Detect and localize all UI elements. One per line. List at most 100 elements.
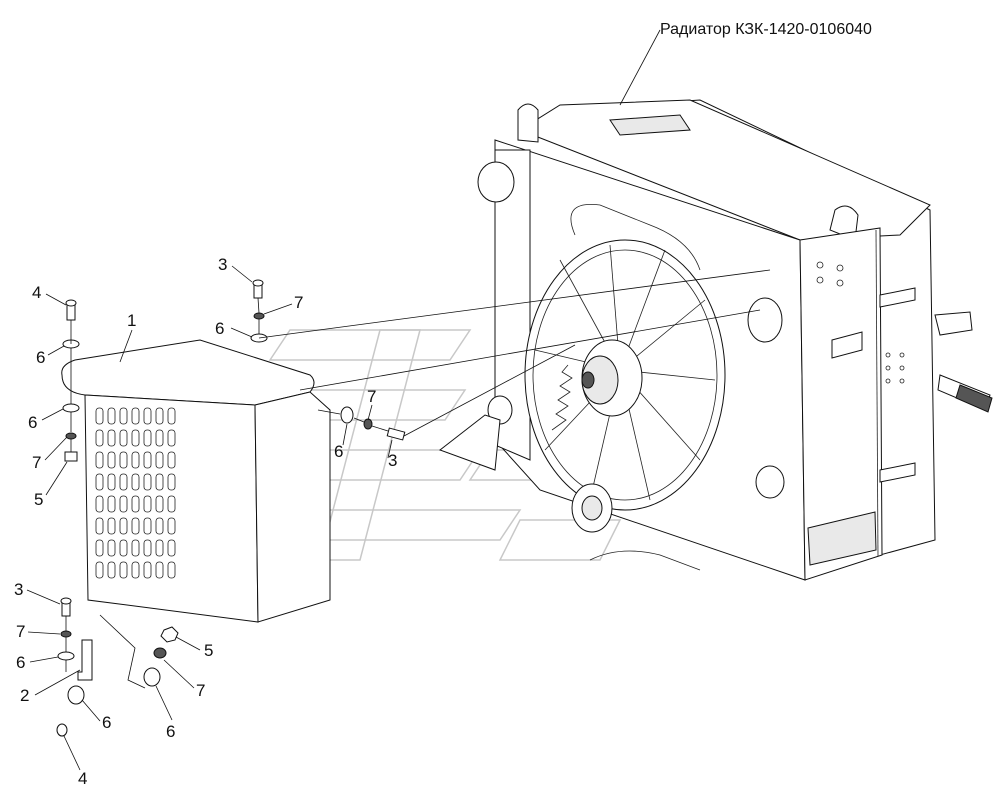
- support-lug: [934, 311, 973, 336]
- ventilation-slot: [131, 561, 140, 579]
- ventilation-slot: [95, 407, 104, 425]
- ventilation-slot: [155, 451, 164, 469]
- callout-6-low: 6: [16, 653, 25, 672]
- callout-3-low: 3: [14, 580, 23, 599]
- ventilation-slot: [119, 473, 128, 491]
- washer-bottom-left: [67, 685, 85, 705]
- callout-6-mid: 6: [334, 442, 343, 461]
- ventilation-slot: [131, 517, 140, 535]
- ventilation-slot: [131, 407, 140, 425]
- ventilation-slot: [95, 517, 104, 535]
- ventilation-slot: [143, 517, 152, 535]
- spring-washer-top: [253, 312, 265, 320]
- ventilation-slot: [167, 561, 176, 579]
- ventilation-slot: [167, 495, 176, 513]
- callout-7-a: 7: [32, 453, 41, 472]
- ventilation-slot: [167, 451, 176, 469]
- ventilation-slot: [107, 451, 116, 469]
- spring-washer-mid: [363, 418, 373, 430]
- ventilation-slot: [95, 473, 104, 491]
- side-panel-holes: [816, 261, 905, 384]
- ventilation-slot: [143, 429, 152, 447]
- ventilation-slots: [95, 407, 176, 579]
- pipe-cap-top-left: [477, 161, 515, 203]
- callout-6-top: 6: [215, 319, 224, 338]
- washer-mid: [340, 406, 354, 424]
- callout-4-top: 4: [32, 283, 41, 302]
- pipe-cap-right-b: [755, 465, 785, 499]
- ventilation-slot: [143, 539, 152, 557]
- washer-left: [62, 403, 80, 413]
- ventilation-slot: [155, 407, 164, 425]
- ventilation-slot: [107, 561, 116, 579]
- ventilation-slot: [119, 561, 128, 579]
- ventilation-slot: [155, 429, 164, 447]
- ventilation-slot: [131, 495, 140, 513]
- ventilation-slot: [95, 539, 104, 557]
- ventilation-slot: [143, 561, 152, 579]
- assembly-title: Радиатор КЗК-1420-0106040: [660, 21, 872, 38]
- ventilation-slot: [95, 495, 104, 513]
- nut-bottom-right: [160, 626, 179, 643]
- lifting-eye-left: [517, 103, 539, 143]
- ventilation-slot: [95, 561, 104, 579]
- guard-top-plate: [61, 339, 315, 406]
- ventilation-slot: [119, 539, 128, 557]
- callout-leaders: [26, 265, 393, 771]
- ventilation-slot: [155, 473, 164, 491]
- fasteners: [56, 279, 406, 737]
- guard-cover: [61, 339, 331, 623]
- callout-5-bottom-right: 5: [204, 641, 213, 660]
- ventilation-slot: [143, 495, 152, 513]
- callout-6-bottom-right: 6: [166, 722, 175, 741]
- assembly-lines: [258, 29, 771, 437]
- ventilation-slot: [107, 407, 116, 425]
- callout-3-mid: 3: [388, 451, 397, 470]
- ventilation-slot: [107, 495, 116, 513]
- ventilation-slot: [155, 517, 164, 535]
- callout-3-top: 3: [218, 255, 227, 274]
- ventilation-slot: [119, 517, 128, 535]
- callout-5-a: 5: [34, 490, 43, 509]
- bolt-mid: [386, 427, 406, 441]
- ventilation-slot: [107, 517, 116, 535]
- guard-front-wall: [84, 394, 259, 623]
- radiator-side-panel: [799, 227, 883, 581]
- ventilation-slot: [155, 561, 164, 579]
- tensioner-spring: [551, 364, 573, 431]
- nut-left: [64, 451, 78, 462]
- ventilation-slot: [119, 429, 128, 447]
- coolant-pipe: [570, 203, 701, 271]
- callout-labels: 4 6 1 6 7 5 3 7 6 7 6 3 3 7 6 2 6 4 5 7 …: [14, 255, 397, 788]
- ventilation-slot: [119, 407, 128, 425]
- pipe-cap-right-a: [747, 297, 783, 343]
- ventilation-slot: [119, 451, 128, 469]
- callout-4-bottom: 4: [78, 769, 87, 788]
- ventilation-slot: [167, 539, 176, 557]
- ventilation-slot: [167, 517, 176, 535]
- ventilation-slot: [143, 473, 152, 491]
- ventilation-slot: [167, 407, 176, 425]
- ventilation-slot: [107, 539, 116, 557]
- ventilation-slot: [131, 539, 140, 557]
- ventilation-slot: [95, 429, 104, 447]
- callout-7-bottom-right: 7: [196, 681, 205, 700]
- callout-6-bottom-left: 6: [102, 713, 111, 732]
- spring-washer-bottom-right: [153, 647, 167, 659]
- ventilation-slot: [155, 539, 164, 557]
- mounting-bracket: [77, 639, 93, 681]
- callout-1: 1: [127, 311, 136, 330]
- callout-7-top: 7: [294, 293, 303, 312]
- side-bracket: [879, 287, 916, 308]
- callout-7-low: 7: [16, 622, 25, 641]
- side-plate: [807, 511, 877, 566]
- ventilation-slot: [131, 451, 140, 469]
- guard-side-wall: [254, 391, 331, 623]
- ventilation-slot: [131, 473, 140, 491]
- spring-washer-left: [65, 432, 77, 440]
- ventilation-slot: [119, 495, 128, 513]
- ventilation-slot: [143, 451, 152, 469]
- callout-2: 2: [20, 686, 29, 705]
- ventilation-slot: [95, 451, 104, 469]
